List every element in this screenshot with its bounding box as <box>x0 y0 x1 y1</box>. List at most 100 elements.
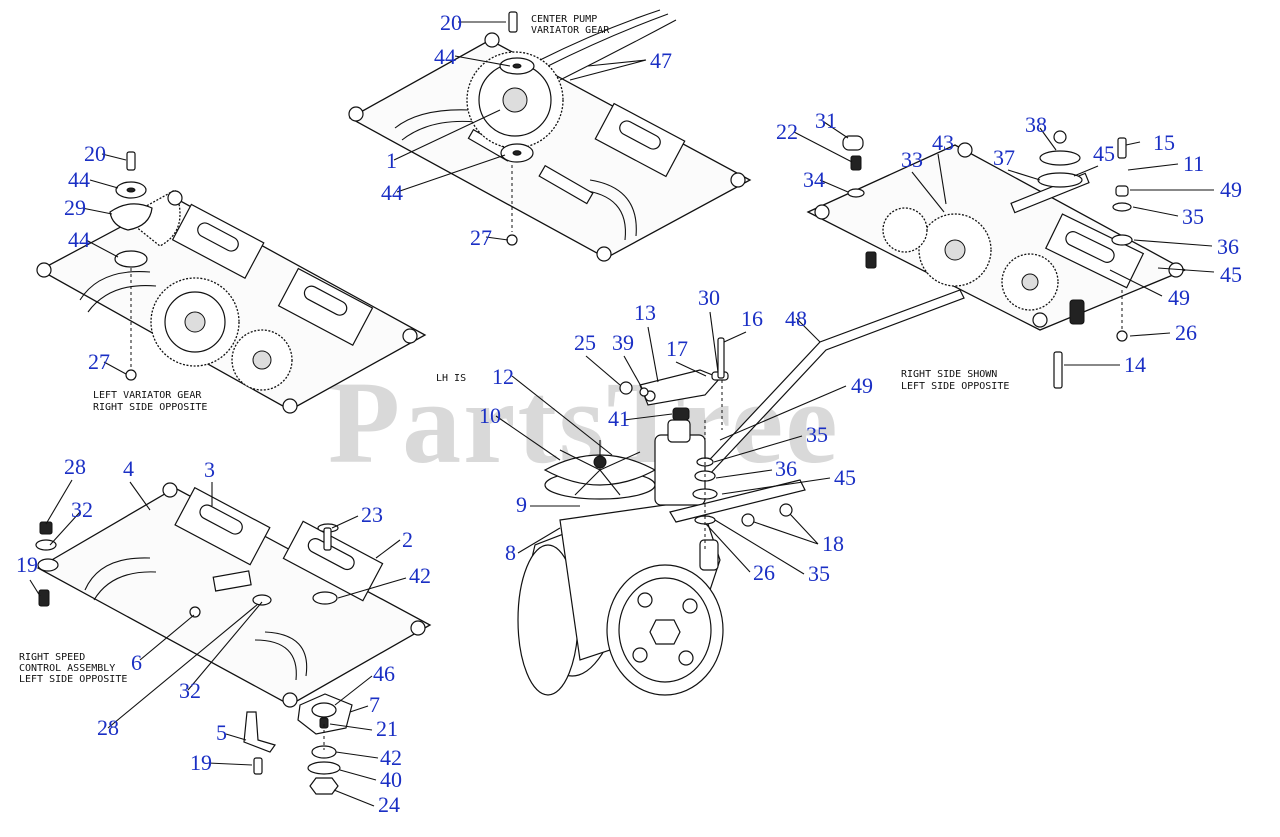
disc-38 <box>1039 150 1081 166</box>
bolt-15 <box>1117 137 1127 159</box>
callout-36-23[interactable]: 36 <box>1217 234 1239 259</box>
note-left-line-2: RIGHT SIDE OPPOSITE <box>93 402 207 413</box>
callout-42-54[interactable]: 42 <box>409 563 431 588</box>
callout-15-15[interactable]: 15 <box>1153 130 1175 155</box>
left-variator-assembly <box>36 151 427 414</box>
callout-44-4[interactable]: 44 <box>381 180 403 205</box>
callout-26-26[interactable]: 26 <box>1175 320 1197 345</box>
bolt-22 <box>850 155 862 171</box>
callout-20-0[interactable]: 20 <box>440 10 462 35</box>
note-left-line-1: LEFT VARIATOR GEAR <box>93 390 202 401</box>
callout-23-51[interactable]: 23 <box>361 502 383 527</box>
bolt-20-left <box>126 151 136 171</box>
callout-46-56[interactable]: 46 <box>373 661 395 686</box>
callout-35-39[interactable]: 35 <box>806 422 828 447</box>
callout-31-11[interactable]: 31 <box>815 108 837 133</box>
callout-26-45[interactable]: 26 <box>753 560 775 585</box>
callout-42-62[interactable]: 42 <box>380 745 402 770</box>
callout-30-28[interactable]: 30 <box>698 285 720 310</box>
callout-44-1[interactable]: 44 <box>434 44 456 69</box>
callout-20-6[interactable]: 20 <box>84 141 106 166</box>
callout-8-44[interactable]: 8 <box>505 540 516 565</box>
callout-44-9[interactable]: 44 <box>68 227 90 252</box>
callout-18-43[interactable]: 18 <box>822 531 844 556</box>
callout-4-48[interactable]: 4 <box>123 456 134 481</box>
callout-48-31[interactable]: 48 <box>785 306 807 331</box>
callout-49-36[interactable]: 49 <box>851 373 873 398</box>
callout-45-18[interactable]: 45 <box>1093 141 1115 166</box>
callout-24-65[interactable]: 24 <box>378 792 400 817</box>
callout-10-38[interactable]: 10 <box>479 403 501 428</box>
nut-26-right <box>1116 330 1128 342</box>
callout-45-41[interactable]: 45 <box>834 465 856 490</box>
pin-16 <box>717 337 725 379</box>
callout-6-55[interactable]: 6 <box>131 650 142 675</box>
callout-16-30[interactable]: 16 <box>741 306 763 331</box>
callout-38-13[interactable]: 38 <box>1025 112 1047 137</box>
callout-44-7[interactable]: 44 <box>68 167 90 192</box>
callout-3-49[interactable]: 3 <box>204 457 215 482</box>
callout-45-24[interactable]: 45 <box>1220 262 1242 287</box>
screw-21 <box>319 717 329 729</box>
right-side-assembly <box>806 130 1187 389</box>
nut-25 <box>619 381 633 395</box>
arm-13 <box>639 369 722 406</box>
callout-49-21[interactable]: 49 <box>1220 177 1242 202</box>
callout-1-3[interactable]: 1 <box>386 148 397 173</box>
nut-18a <box>741 513 755 527</box>
callout-13-29[interactable]: 13 <box>634 300 656 325</box>
callout-27-5[interactable]: 27 <box>470 225 492 250</box>
nut-24 <box>309 777 339 795</box>
callout-40-64[interactable]: 40 <box>380 767 402 792</box>
leader-lines <box>29 21 1215 807</box>
callout-22-12[interactable]: 22 <box>776 119 798 144</box>
callout-25-32[interactable]: 25 <box>574 330 596 355</box>
callout-35-22[interactable]: 35 <box>1182 204 1204 229</box>
note-center-line-2: VARIATOR GEAR <box>531 25 610 36</box>
callout-9-42[interactable]: 9 <box>516 492 527 517</box>
callout-43-14[interactable]: 43 <box>932 130 954 155</box>
washer-34 <box>847 188 865 198</box>
callout-28-61[interactable]: 28 <box>97 715 119 740</box>
callout-32-50[interactable]: 32 <box>71 497 93 522</box>
bracket-29 <box>109 203 153 231</box>
nut-28-left <box>39 521 53 535</box>
cap-31 <box>842 135 864 151</box>
speed-control-assembly <box>35 482 432 795</box>
note-speed-line-1: RIGHT SPEED <box>19 652 85 663</box>
callout-21-60[interactable]: 21 <box>376 716 398 741</box>
callout-47-2[interactable]: 47 <box>650 48 672 73</box>
callout-2-52[interactable]: 2 <box>402 527 413 552</box>
callout-19-53[interactable]: 19 <box>16 552 38 577</box>
callout-14-27[interactable]: 14 <box>1124 352 1146 377</box>
callout-5-59[interactable]: 5 <box>216 720 227 745</box>
callout-36-40[interactable]: 36 <box>775 456 797 481</box>
callout-29-8[interactable]: 29 <box>64 195 86 220</box>
callout-11-19[interactable]: 11 <box>1183 151 1204 176</box>
callout-32-57[interactable]: 32 <box>179 678 201 703</box>
callout-12-35[interactable]: 12 <box>492 364 514 389</box>
callout-7-58[interactable]: 7 <box>369 692 380 717</box>
callout-34-20[interactable]: 34 <box>803 167 825 192</box>
callout-28-47[interactable]: 28 <box>64 454 86 479</box>
callout-39-33[interactable]: 39 <box>612 330 634 355</box>
washer-42-top <box>312 591 338 605</box>
bracket-5 <box>243 711 276 753</box>
note-lh: LH IS <box>436 373 466 384</box>
bushing-46 <box>311 702 337 718</box>
note-right-line-2: LEFT SIDE OPPOSITE <box>901 381 1009 392</box>
bolt-14 <box>1053 351 1063 389</box>
transaxle-assembly <box>517 419 724 696</box>
callout-41-37[interactable]: 41 <box>608 406 630 431</box>
callout-17-34[interactable]: 17 <box>666 336 688 361</box>
callout-33-16[interactable]: 33 <box>901 147 923 172</box>
note-right-line-1: RIGHT SIDE SHOWN <box>901 369 997 380</box>
callout-37-17[interactable]: 37 <box>993 145 1015 170</box>
callout-35-46[interactable]: 35 <box>808 561 830 586</box>
center-plate <box>348 39 752 259</box>
callout-19-63[interactable]: 19 <box>190 750 212 775</box>
callout-27-10[interactable]: 27 <box>88 349 110 374</box>
linkage-assembly <box>619 337 806 550</box>
callout-49-25[interactable]: 49 <box>1168 285 1190 310</box>
